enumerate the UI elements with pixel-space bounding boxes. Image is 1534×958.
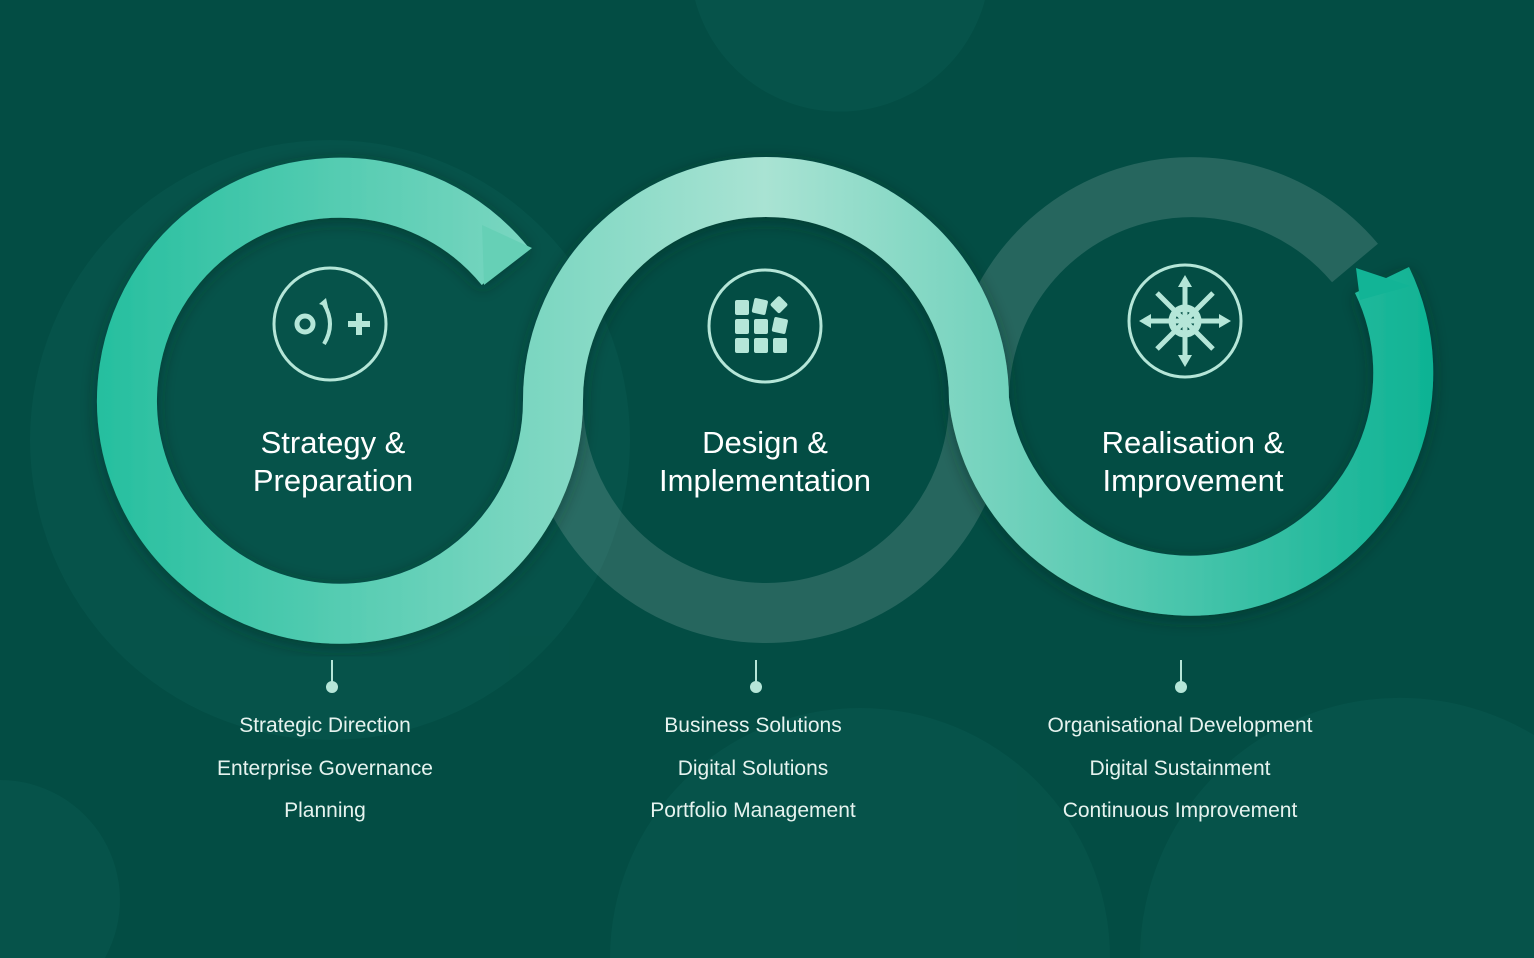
connector-pin-icon	[750, 660, 762, 693]
list-item: Business Solutions	[664, 714, 842, 737]
list-item: Strategic Direction	[239, 714, 411, 737]
strategy-icon	[272, 266, 388, 382]
list-item: Planning	[284, 799, 366, 822]
arrow-head-icon	[1356, 268, 1410, 300]
expand-arrows-icon	[1127, 263, 1243, 379]
list-item: Digital Solutions	[677, 756, 829, 780]
flow-ribbon	[97, 157, 1434, 644]
stage-items: Strategic Direction Enterprise Governanc…	[125, 705, 525, 833]
list-item: Enterprise Governance	[217, 756, 433, 780]
arrow-head-icon	[482, 225, 532, 285]
stage-items: Business Solutions Digital Solutions Por…	[553, 705, 953, 833]
list-item: Portfolio Management	[650, 799, 856, 822]
connector-pin-icon	[326, 660, 338, 693]
stage-title: Strategy &Preparation	[252, 425, 414, 498]
connector-pin-icon	[1175, 660, 1187, 693]
stage-items: Organisational Development Digital Susta…	[980, 705, 1380, 833]
stage-title: Design &Implementation	[659, 425, 871, 498]
list-item: Digital Sustainment	[1089, 756, 1271, 780]
blocks-grid-icon	[707, 268, 823, 384]
stage-title: Realisation &Improvement	[1101, 425, 1285, 498]
list-item: Continuous Improvement	[1062, 799, 1298, 822]
list-item: Organisational Development	[1047, 714, 1313, 737]
